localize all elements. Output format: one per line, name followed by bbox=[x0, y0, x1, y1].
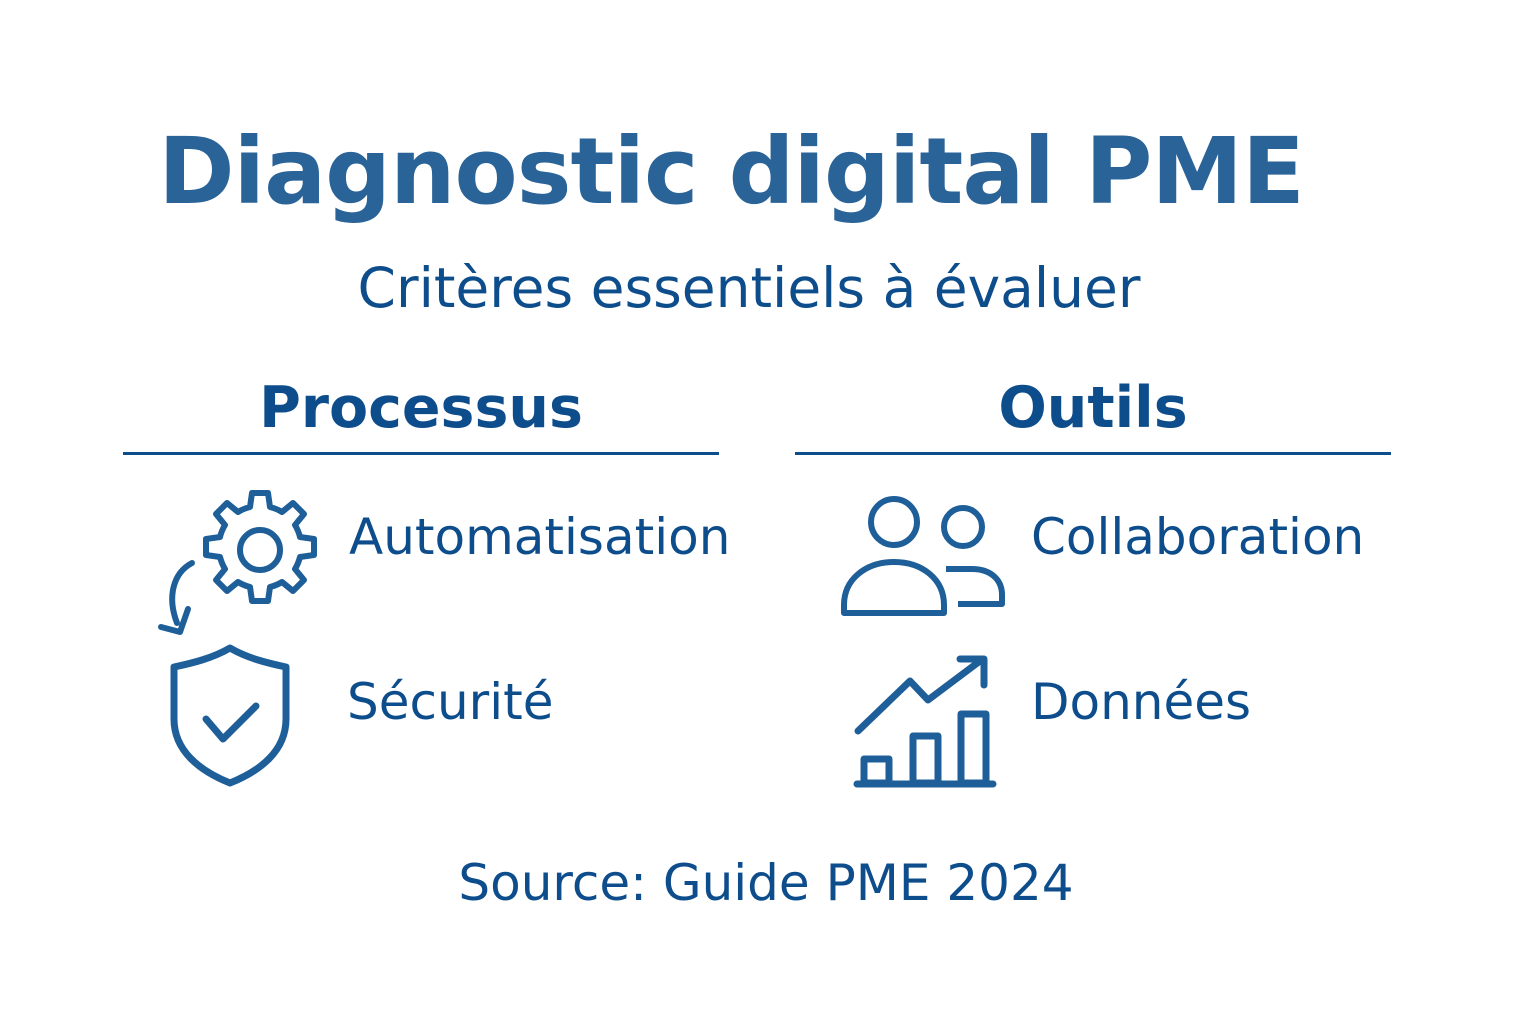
column-header-processus: Processus bbox=[259, 375, 583, 441]
page-subtitle: Critères essentiels à évaluer bbox=[357, 256, 1141, 320]
column-divider-outils bbox=[795, 452, 1391, 455]
gear-with-arrow-icon bbox=[158, 490, 317, 635]
source-caption: Source: Guide PME 2024 bbox=[458, 854, 1074, 912]
criteria-label-securite: Sécurité bbox=[347, 673, 554, 731]
criteria-label-automatisation: Automatisation bbox=[349, 508, 731, 566]
criteria-label-donnees: Données bbox=[1031, 673, 1252, 731]
shield-check-icon bbox=[170, 644, 290, 787]
page-title: Diagnostic digital PME bbox=[158, 118, 1305, 225]
criteria-label-collaboration: Collaboration bbox=[1031, 508, 1365, 566]
column-divider-processus bbox=[123, 452, 719, 455]
bar-chart-trend-icon bbox=[853, 655, 997, 788]
column-header-outils: Outils bbox=[998, 375, 1188, 441]
users-icon bbox=[841, 496, 1005, 616]
